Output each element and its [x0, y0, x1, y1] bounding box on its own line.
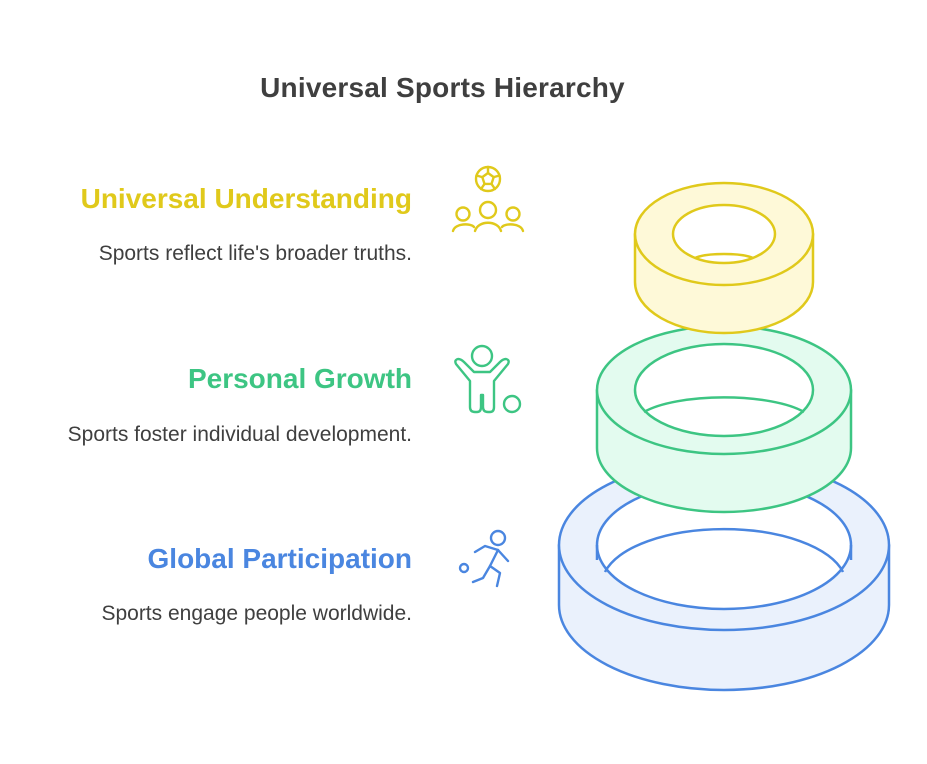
level-universal-understanding-heading: Universal Understanding: [80, 183, 412, 214]
level-global-participation-description: Sports engage people worldwide.: [101, 602, 412, 625]
ring-universal-understanding: [633, 181, 815, 335]
level-global-participation-heading: Global Participation: [147, 543, 412, 574]
stacked-rings-graphic: [557, 181, 891, 692]
level-universal-understanding-description: Sports reflect life's broader truths.: [98, 242, 412, 265]
ring-global-participation: [557, 458, 891, 692]
soccer-community-icon: [451, 165, 525, 233]
level-personal-growth-description: Sports foster individual development.: [67, 423, 412, 446]
child-playing-ball-icon: [454, 344, 522, 414]
ring-personal-growth: [595, 324, 853, 514]
running-person-icon: [458, 529, 510, 588]
level-personal-growth-heading: Personal Growth: [187, 363, 412, 394]
diagram-title: Universal Sports Hierarchy: [260, 72, 625, 103]
